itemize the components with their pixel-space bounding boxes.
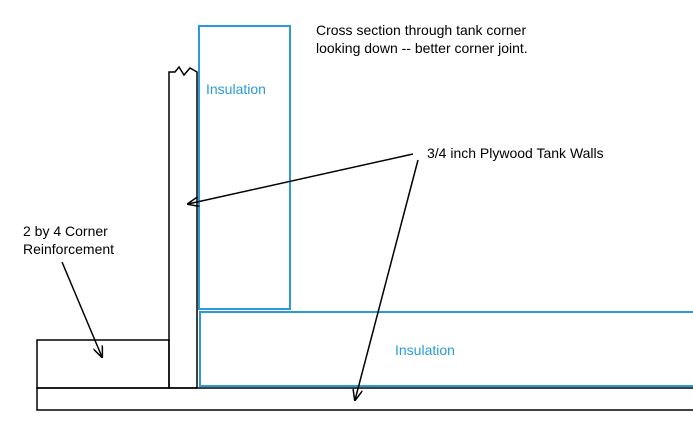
vertical-insulation — [198, 25, 291, 310]
vertical-plywood-wall — [168, 65, 198, 389]
plywood-arrow-to-vertical-wall — [188, 153, 414, 204]
corner-reinforcement-block — [36, 339, 170, 389]
reinforcement-label-line-2: Reinforcement — [23, 241, 114, 257]
horizontal-plywood-wall — [36, 387, 693, 411]
plywood-arrow-to-horizontal-wall — [355, 159, 419, 400]
insulation-vertical-label: Insulation — [206, 81, 266, 97]
plywood-walls-label: 3/4 inch Plywood Tank Walls — [427, 145, 604, 161]
reinforcement-arrow — [61, 261, 102, 357]
title-line-1: Cross section through tank corner — [316, 22, 526, 38]
horizontal-insulation — [199, 311, 693, 387]
title-line-2: looking down -- better corner joint. — [316, 40, 528, 56]
reinforcement-label-line-1: 2 by 4 Corner — [23, 223, 108, 239]
insulation-horizontal-label: Insulation — [395, 342, 455, 358]
